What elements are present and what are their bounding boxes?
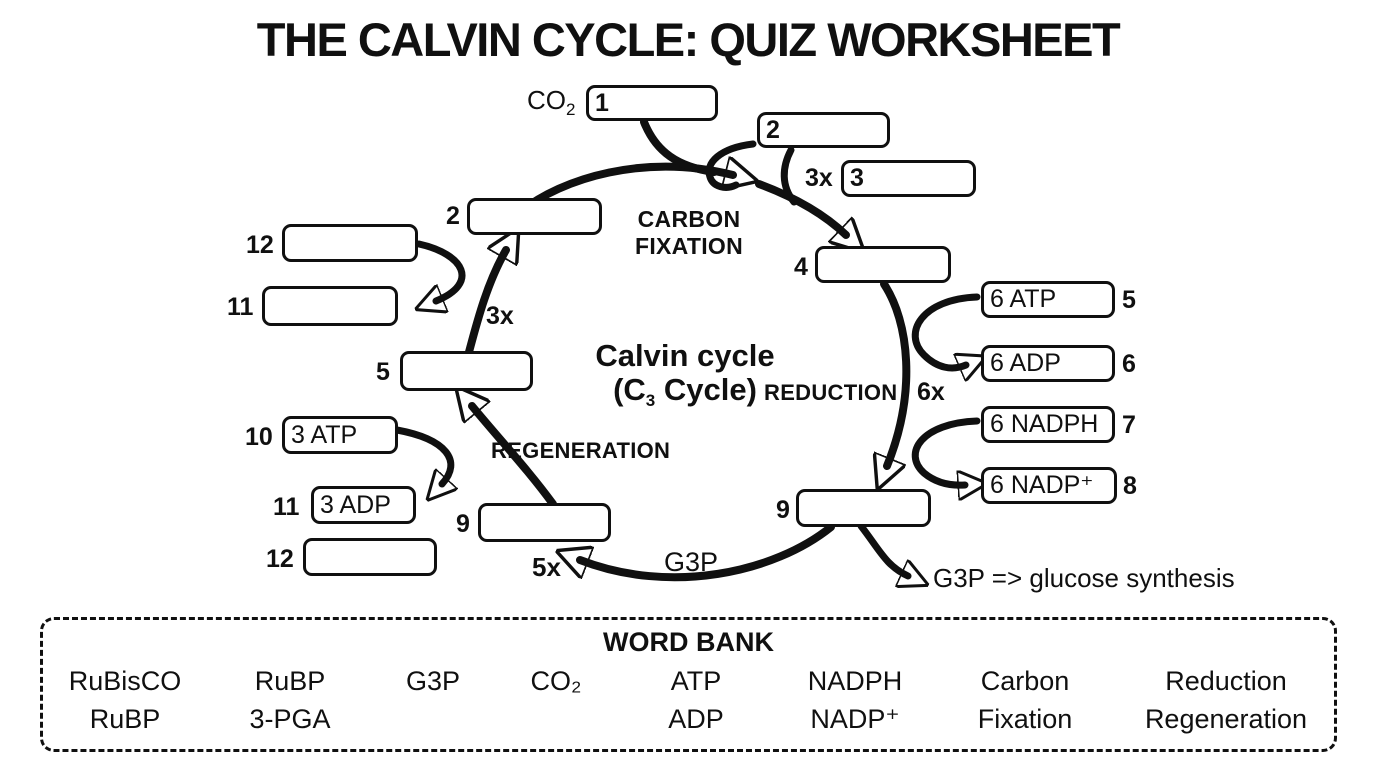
box-number-8: 8 bbox=[1123, 472, 1137, 500]
answer-box-12-upper[interactable] bbox=[282, 224, 418, 262]
arrow-g3p-return bbox=[580, 523, 835, 582]
phase-carbon-line1: CARBON bbox=[637, 206, 741, 232]
arrow-g3p-export bbox=[857, 522, 908, 576]
box-number: 1 bbox=[595, 88, 609, 117]
word-bank-heading: WORD BANK bbox=[603, 627, 774, 657]
box-number-5-right: 5 bbox=[1122, 286, 1136, 314]
cycle-title-line1: Calvin cycle bbox=[595, 338, 775, 373]
box-content: 6 ADP bbox=[990, 349, 1061, 377]
g3p-arc-label: G3P bbox=[664, 547, 719, 577]
phase-carbon-line2: FIXATION bbox=[634, 233, 744, 259]
word-chip[interactable]: NADPH bbox=[807, 666, 903, 696]
word-chip[interactable]: CO₂ bbox=[530, 666, 582, 696]
box-content: 3 ADP bbox=[320, 490, 391, 519]
multiplier-5x: 5x bbox=[532, 552, 561, 582]
phase-label-reduction: REDUCTION bbox=[764, 380, 898, 405]
label-box-3atp: 3 ATP bbox=[282, 416, 398, 454]
multiplier-6x: 6x bbox=[917, 378, 945, 406]
box-number-5-left: 5 bbox=[376, 358, 390, 386]
label-box-6nadp: 6 NADP⁺ bbox=[981, 467, 1117, 504]
label-box-6atp: 6 ATP bbox=[981, 281, 1115, 318]
word-bank: WORD BANK RuBisCO RuBP G3P CO₂ ATP NADPH… bbox=[40, 617, 1337, 752]
answer-box-1[interactable]: 1 bbox=[586, 85, 718, 121]
word-chip[interactable]: RuBP bbox=[89, 704, 161, 734]
box-content: 6 ATP bbox=[990, 285, 1057, 313]
answer-box-5-left[interactable] bbox=[400, 351, 533, 391]
word-chip[interactable]: ATP bbox=[670, 666, 722, 696]
arrow-co2-entry bbox=[640, 118, 718, 176]
box-number-12-upper: 12 bbox=[246, 231, 274, 259]
arrow-left-3x bbox=[465, 250, 506, 356]
word-chip[interactable]: RuBisCO bbox=[68, 666, 182, 696]
answer-box-9-right[interactable] bbox=[796, 489, 931, 527]
box-content: 3 ATP bbox=[291, 420, 358, 449]
answer-box-2-left[interactable] bbox=[467, 198, 602, 235]
word-chip[interactable]: Reduction bbox=[1165, 666, 1287, 696]
g3p-export-label: G3P => glucose synthesis bbox=[933, 563, 1235, 593]
box-number-9-left: 9 bbox=[456, 510, 470, 538]
arrow-atp3-to-adp3 bbox=[393, 426, 451, 484]
co2-label: CO2 bbox=[527, 87, 575, 118]
box-number-11-upper: 11 bbox=[227, 293, 254, 321]
word-chip[interactable]: Carbon bbox=[980, 666, 1070, 696]
word-chip[interactable]: Regeneration bbox=[1144, 704, 1308, 734]
arrow-reduction-side bbox=[884, 280, 911, 466]
word-chip[interactable]: NADP⁺ bbox=[810, 704, 900, 734]
multiplier-3x-top: 3x bbox=[805, 164, 833, 192]
box-number: 3 bbox=[850, 164, 864, 192]
arrow-atp-to-adp bbox=[911, 293, 977, 368]
co2-base: CO bbox=[527, 85, 566, 115]
cycle-title-line2-post: Cycle) bbox=[655, 372, 757, 407]
arrow-enzyme-hook bbox=[705, 140, 757, 191]
multiplier-3x-left: 3x bbox=[486, 302, 514, 330]
page-title: THE CALVIN CYCLE: QUIZ WORKSHEET bbox=[256, 13, 1121, 66]
box-number-9-right: 9 bbox=[776, 496, 790, 524]
arrow-fixation-to-box4 bbox=[755, 180, 846, 235]
box-number-7: 7 bbox=[1122, 411, 1136, 439]
answer-box-2-top[interactable]: 2 bbox=[757, 112, 890, 148]
answer-box-12-lower[interactable] bbox=[303, 538, 437, 576]
box-content: 6 NADP⁺ bbox=[990, 471, 1094, 499]
word-chip[interactable]: 3-PGA bbox=[249, 704, 331, 734]
cycle-title-line2: (C3 Cycle) bbox=[555, 373, 815, 418]
box-number-10: 10 bbox=[245, 423, 273, 451]
box-number-12-lower: 12 bbox=[266, 545, 294, 573]
label-box-3adp: 3 ADP bbox=[311, 486, 416, 524]
box-number-6: 6 bbox=[1122, 350, 1136, 378]
answer-box-11-upper[interactable] bbox=[262, 286, 398, 326]
phase-label-carbon-fixation: CARBON FIXATION bbox=[600, 206, 778, 260]
answer-box-9-left[interactable] bbox=[478, 503, 611, 542]
box-number-4: 4 bbox=[794, 253, 808, 281]
arrow-regeneration-side bbox=[472, 406, 557, 508]
box-number: 2 bbox=[766, 115, 780, 144]
word-chip[interactable]: RuBP bbox=[254, 666, 326, 696]
cycle-title-line2-pre: (C bbox=[613, 372, 646, 407]
word-chip[interactable]: ADP bbox=[668, 704, 724, 734]
box-number-11-lower: 11 bbox=[273, 493, 300, 521]
phase-label-regeneration: REGENERATION bbox=[491, 438, 671, 463]
label-box-6nadph: 6 NADPH bbox=[981, 406, 1115, 443]
cycle-title: Calvin cycle (C3 Cycle) bbox=[555, 339, 815, 418]
cycle-title-line2-sub: 3 bbox=[645, 391, 656, 410]
arrow-nadph-to-nadp bbox=[911, 417, 977, 485]
answer-box-4[interactable] bbox=[815, 246, 951, 283]
box-content: 6 NADPH bbox=[990, 410, 1099, 438]
label-box-6adp: 6 ADP bbox=[981, 345, 1115, 382]
answer-box-3[interactable]: 3 bbox=[841, 160, 976, 197]
word-chip[interactable]: Fixation bbox=[977, 704, 1073, 734]
box-number-2-left: 2 bbox=[446, 202, 460, 230]
word-chip[interactable]: G3P bbox=[405, 666, 461, 696]
arrow-box12-to-box11 bbox=[419, 240, 466, 301]
co2-subscript: 2 bbox=[566, 100, 576, 119]
